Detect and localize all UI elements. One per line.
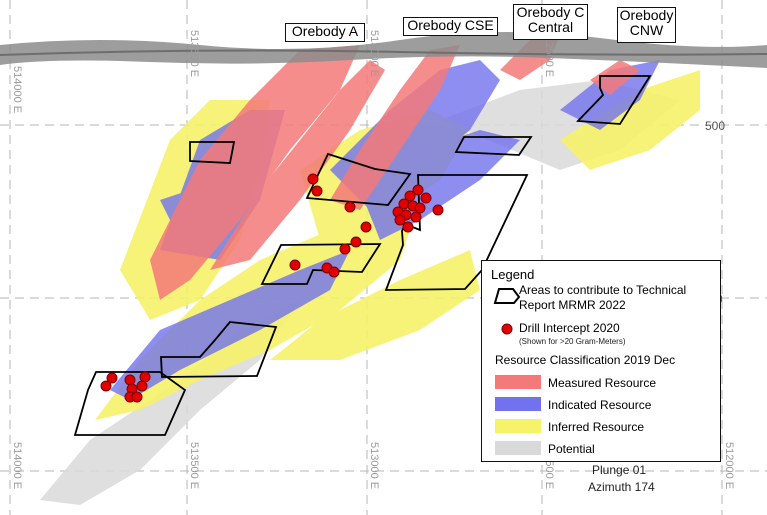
legend-title: Legend — [491, 267, 535, 282]
legend-area-line1: Areas to contribute to Technical — [519, 283, 687, 297]
measured-zones — [150, 35, 640, 300]
legend-area-line2: Report MRMR 2022 — [519, 298, 626, 312]
drill-intercept — [344, 201, 356, 213]
grid-label-bottom-2: 513500 E — [188, 442, 200, 489]
drill-intercept — [328, 266, 340, 278]
drill-intercept — [402, 221, 414, 233]
measured-zone-orebody-a-east — [210, 60, 385, 270]
drill-intercept — [136, 380, 148, 392]
legend-area-label: Areas to contribute to Technical Report … — [519, 283, 686, 313]
grid-label-bottom-1: 514000 E — [11, 442, 23, 489]
drill-intercept — [412, 184, 424, 196]
mrmr-area-7 — [160, 321, 278, 378]
legend-measured-label: Measured Resource — [548, 376, 657, 390]
drill-intercept — [106, 372, 118, 384]
orebody-cse-text: Orebody CSE — [407, 17, 494, 33]
mrmr-area-5 — [454, 136, 533, 156]
drill-intercept — [100, 380, 112, 392]
drill-intercept — [311, 185, 323, 197]
view-plunge: Plunge 01 — [592, 463, 647, 477]
mrmr-area-1 — [189, 141, 236, 164]
mrmr-area-6 — [576, 75, 652, 125]
orebody-cnw-label: Orebody CNW — [617, 7, 676, 43]
measured-zone-orebody-a — [150, 45, 360, 300]
mrmr-area-2 — [305, 152, 412, 206]
indicated-zone-central — [110, 250, 350, 400]
drill-intercept — [289, 259, 301, 271]
topography-surface — [0, 31, 767, 68]
inferred-zone-lower-central — [270, 250, 480, 360]
grid-label-bottom-5: 512000 E — [723, 442, 735, 489]
mrmr-area-3 — [260, 243, 382, 285]
measured-zone-orebody-cnw — [590, 60, 640, 95]
drill-intercepts — [100, 173, 444, 403]
indicated-swatch — [495, 397, 541, 411]
orebody-c-central-label: Orebody C Central — [513, 4, 588, 40]
drill-intercept — [139, 371, 151, 383]
drill-intercept — [410, 211, 422, 223]
grid-label-bottom-3: 513000 E — [368, 442, 380, 489]
drill-intercept — [360, 221, 372, 233]
measured-zone-orebody-cse — [330, 45, 460, 210]
legend-potential-label: Potential — [548, 442, 595, 456]
orebody-c-central-line2: Central — [527, 19, 574, 35]
legend-indicated-label: Indicated Resource — [548, 398, 652, 412]
drill-intercept — [420, 192, 432, 204]
legend-inferred-label: Inferred Resource — [548, 420, 645, 434]
mrmr-area-8 — [73, 371, 187, 436]
orebody-cnw-line2: CNW — [629, 22, 664, 38]
drill-intercept-icon — [501, 323, 513, 335]
potential-swatch — [495, 441, 541, 455]
inferred-zone-east — [560, 70, 700, 170]
measured-swatch — [495, 375, 541, 389]
drill-intercept — [404, 190, 416, 202]
legend-drill-note: (Shown for >20 Gram-Meters) — [519, 337, 626, 346]
grid-label-top-2: 513500 E — [188, 30, 200, 77]
grid-label-top-4: 512500 E — [543, 30, 555, 77]
view-azimuth: Azimuth 174 — [588, 480, 655, 494]
orebody-cse-label: Orebody CSE — [403, 17, 498, 36]
orebody-c-central-line1: Orebody C — [516, 4, 585, 20]
drill-intercept — [394, 214, 406, 226]
orebody-a-text: Orebody A — [291, 23, 359, 39]
legend-drill-label: Drill Intercept 2020 — [519, 321, 620, 335]
drill-intercept — [339, 243, 351, 255]
orebody-cnw-line1: Orebody — [619, 7, 674, 23]
drill-intercept — [414, 202, 426, 214]
drill-intercept — [350, 236, 362, 248]
legend: Legend Areas to contribute to Technical … — [481, 260, 721, 462]
drill-intercept — [131, 391, 143, 403]
orebody-a-label: Orebody A — [285, 23, 365, 42]
area-outline-icon — [493, 288, 521, 304]
topography-band — [0, 31, 767, 68]
topography-line — [0, 49, 767, 56]
drill-intercept — [124, 374, 136, 386]
elevation-label-500: 500 — [705, 119, 725, 133]
drill-intercept — [432, 204, 444, 216]
grid-label-top-1: 514000 E — [11, 66, 23, 113]
legend-classification-title: Resource Classification 2019 Dec — [495, 353, 676, 367]
inferred-swatch — [495, 419, 541, 433]
grid-label-top-3: 513000 E — [368, 30, 380, 77]
drill-intercept — [307, 173, 319, 185]
